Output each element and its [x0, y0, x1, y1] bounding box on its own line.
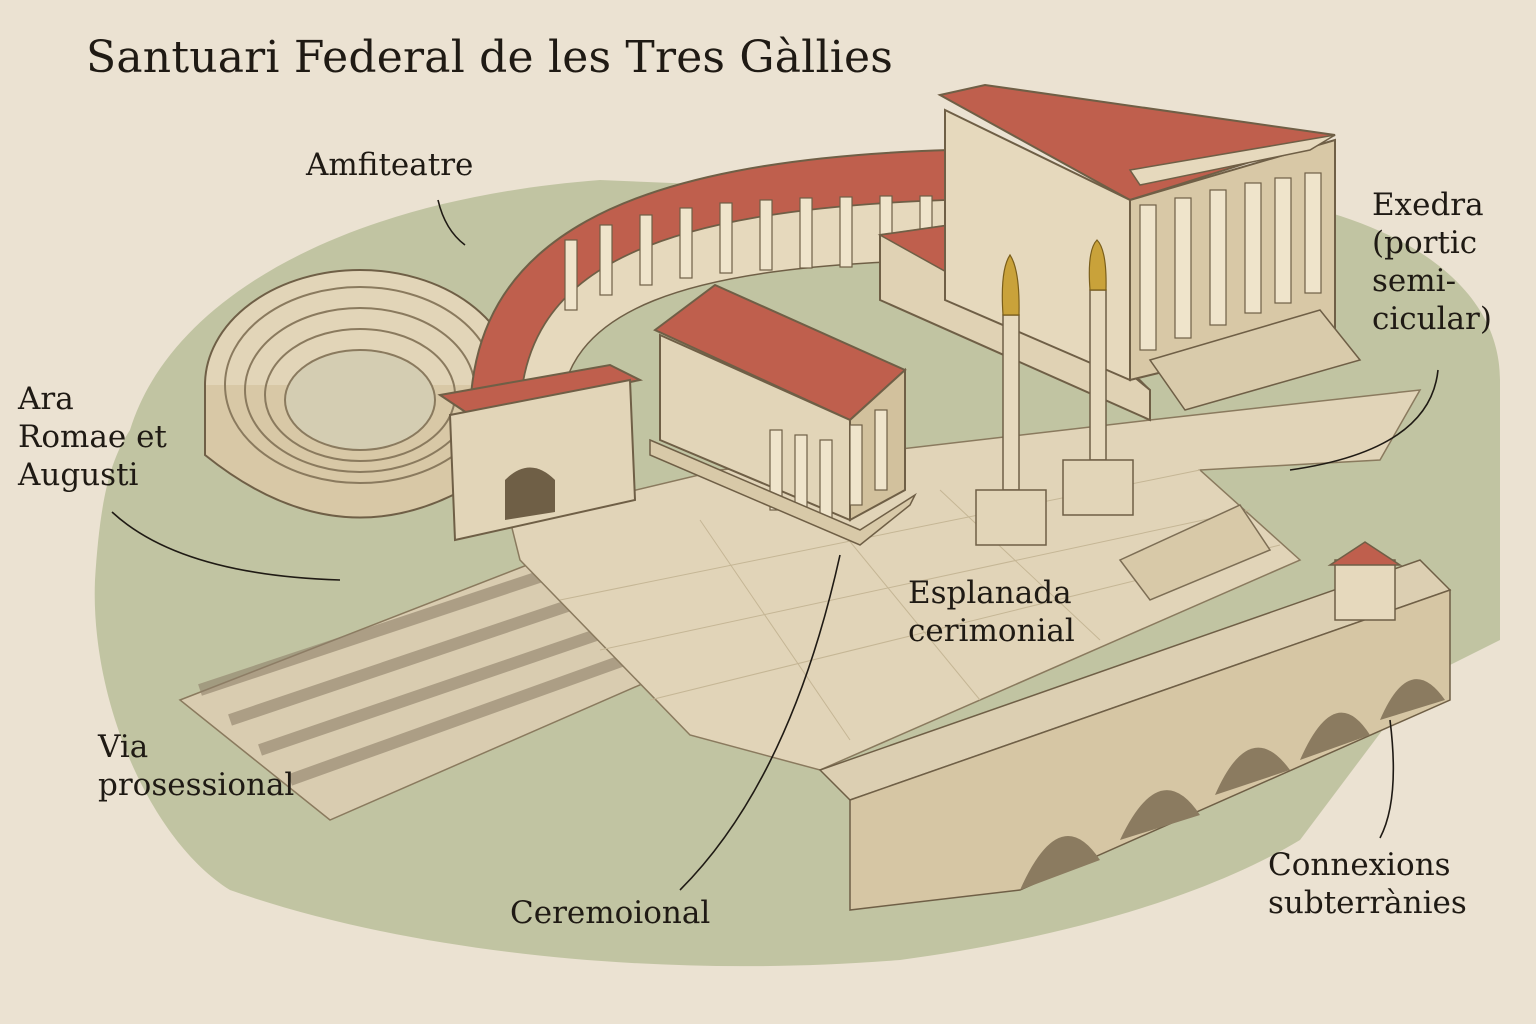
label-ara: Ara Romae et Augusti	[18, 381, 167, 493]
arched-bridge	[818, 541, 1452, 911]
page-title: Santuari Federal de les Tres Gàllies	[86, 32, 894, 83]
label-connexions: Connexions subterrànies	[1268, 847, 1467, 921]
leader-ara	[111, 511, 341, 581]
leader-exedra	[1289, 369, 1439, 471]
gate-block	[437, 363, 644, 542]
leader-lines	[111, 199, 1439, 891]
label-exedra: Exedra (portic semi- cicular)	[1372, 187, 1492, 337]
leader-connexions	[1379, 719, 1395, 839]
label-amfiteatre: Amfiteatre	[306, 147, 474, 183]
label-esplanada: Esplanada cerimonial	[908, 575, 1075, 649]
large-temple	[877, 83, 1362, 422]
small-temple	[649, 283, 917, 546]
label-via: Via prosessional	[98, 729, 295, 803]
leader-amfiteatre	[437, 199, 466, 246]
label-ceremoional: Ceremoional	[510, 895, 711, 931]
leader-ceremoional	[679, 554, 841, 891]
esplanade-steps	[1118, 504, 1272, 601]
victory-columns	[975, 239, 1134, 546]
